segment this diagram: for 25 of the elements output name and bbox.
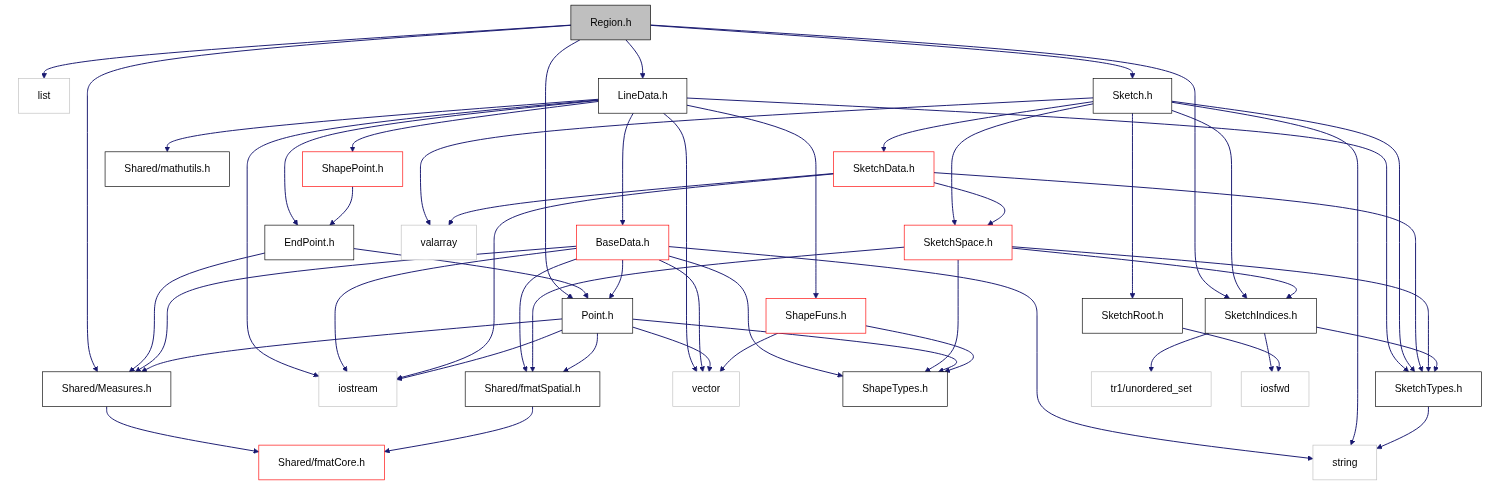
node-box: Shared/Measures.h (42, 371, 172, 407)
node-box: Shared/fmatCore.h (258, 444, 385, 481)
node-box: Point.h (561, 298, 634, 334)
node-box: Shared/mathutils.h (104, 151, 230, 187)
node-box: BaseData.h (576, 224, 670, 261)
node-box: ShapePoint.h (302, 151, 404, 187)
node-box: EndPoint.h (264, 224, 355, 261)
node-box: string (1312, 444, 1378, 481)
node-box: LineData.h (598, 78, 688, 114)
node-box: vector (672, 371, 740, 407)
node-box: SketchTypes.h (1375, 371, 1482, 407)
node-box: SketchRoot.h (1081, 298, 1183, 334)
node-box: Shared/fmatSpatial.h (464, 371, 601, 407)
node-box: ShapeTypes.h (842, 371, 948, 407)
node-box: list (18, 78, 70, 114)
node-box: Sketch.h (1092, 78, 1173, 114)
node-box: SketchIndices.h (1204, 298, 1317, 334)
node-box: SketchData.h (833, 151, 935, 187)
node-box: valarray (400, 224, 477, 261)
node-box: ShapeFuns.h (765, 298, 867, 334)
node-box: tr1/unordered_set (1090, 371, 1212, 407)
node-box: SketchSpace.h (903, 224, 1013, 261)
node-box: iostream (318, 371, 398, 407)
node-box: Region.h (570, 4, 651, 41)
node-box: iosfwd (1240, 371, 1310, 407)
